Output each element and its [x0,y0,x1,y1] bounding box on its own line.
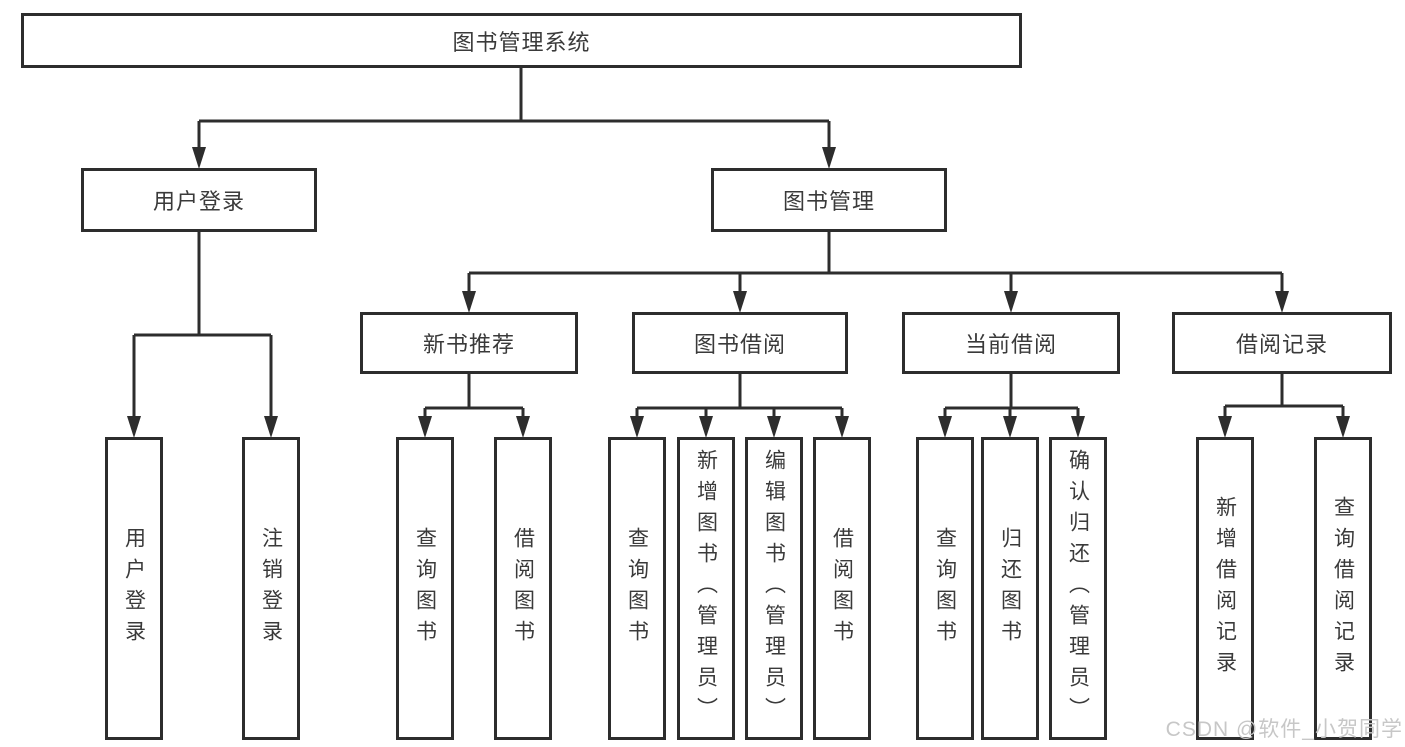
node-book-management: 图书管理 [711,168,947,232]
leaf-borrow-book-recommend-label: 借阅图书 [511,526,535,651]
leaf-edit-book-admin-label: 编辑图书（管理员） [762,449,786,728]
leaf-query-book-current-label: 查询图书 [933,526,957,651]
leaf-add-borrow-record: 新增借阅记录 [1196,437,1254,740]
node-borrowing-records: 借阅记录 [1172,312,1392,374]
node-book-borrowing: 图书借阅 [632,312,848,374]
leaf-query-book-current: 查询图书 [916,437,974,740]
leaf-query-book-recommend-label: 查询图书 [413,526,437,651]
node-borrowing-records-label: 借阅记录 [1235,332,1328,357]
node-book-management-label: 图书管理 [782,189,875,214]
node-user-login: 用户登录 [81,168,317,232]
node-current-borrowing-label: 当前借阅 [964,332,1057,357]
leaf-edit-book-admin: 编辑图书（管理员） [745,437,803,740]
node-new-book-recommend-label: 新书推荐 [422,332,515,357]
leaf-user-login-label: 用户登录 [122,526,146,651]
leaf-query-book-borrowing: 查询图书 [608,437,666,740]
leaf-borrow-book-recommend: 借阅图书 [494,437,552,740]
leaf-borrow-book-label: 借阅图书 [830,526,854,651]
node-library-system: 图书管理系统 [21,13,1022,68]
leaf-user-login: 用户登录 [105,437,163,740]
node-user-login-label: 用户登录 [152,189,245,214]
leaf-query-book-recommend: 查询图书 [396,437,454,740]
arrowhead-icons [127,147,1350,438]
leaf-return-book-label: 归还图书 [998,526,1022,651]
leaf-add-book-admin-label: 新增图书（管理员） [694,449,718,728]
leaf-query-book-borrowing-label: 查询图书 [625,526,649,651]
csdn-watermark: CSDN @软件_小贺同学 [1165,718,1403,741]
leaf-query-borrow-record: 查询借阅记录 [1314,437,1372,740]
leaf-borrow-book: 借阅图书 [813,437,871,740]
leaf-confirm-return-admin-label: 确认归还（管理员） [1066,449,1090,728]
node-new-book-recommend: 新书推荐 [360,312,578,374]
leaf-logout-label: 注销登录 [259,526,283,651]
leaf-logout: 注销登录 [242,437,300,740]
node-book-borrowing-label: 图书借阅 [693,332,786,357]
leaf-confirm-return-admin: 确认归还（管理员） [1049,437,1107,740]
leaf-return-book: 归还图书 [981,437,1039,740]
leaf-query-borrow-record-label: 查询借阅记录 [1331,495,1355,682]
node-current-borrowing: 当前借阅 [902,312,1120,374]
leaf-add-borrow-record-label: 新增借阅记录 [1213,495,1237,682]
node-library-system-label: 图书管理系统 [452,29,591,55]
leaf-add-book-admin: 新增图书（管理员） [677,437,735,740]
